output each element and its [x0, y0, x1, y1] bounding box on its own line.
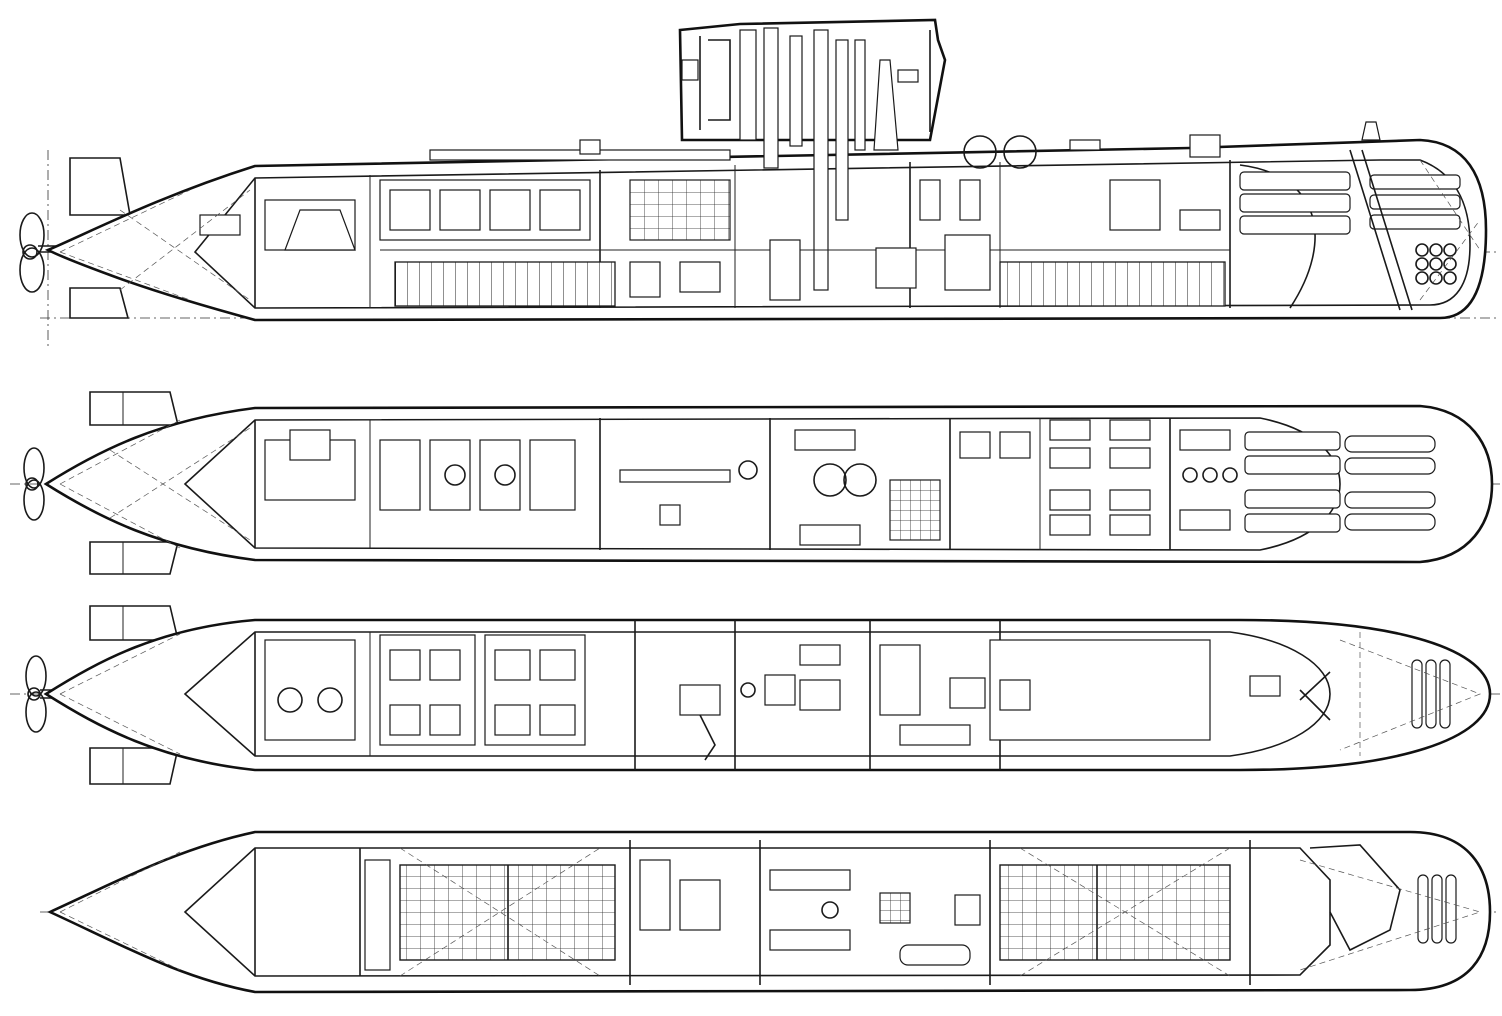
profile-switchboard-grid	[629, 179, 731, 241]
middle-deck-upper-fin	[89, 605, 180, 641]
lower-deck-bow-tanks	[1417, 874, 1457, 944]
upper-deck-control-console	[889, 479, 941, 541]
lower-deck-plan-view	[40, 830, 1500, 994]
upper-deck-lower-fin	[89, 541, 180, 575]
upper-deck-hull	[43, 404, 1494, 564]
profile-masts	[681, 27, 919, 291]
middle-deck-bow-tanks	[1411, 659, 1451, 729]
upper-deck-plan-view	[10, 391, 1500, 575]
profile-diesel-engines	[199, 179, 591, 251]
profile-aft-battery	[394, 261, 616, 307]
lower-deck-pump-unit	[879, 892, 911, 924]
middle-deck-plan-view	[10, 605, 1500, 785]
upper-deck-engines	[264, 429, 576, 511]
middle-deck-engines	[264, 634, 586, 746]
profile-forward-battery	[999, 261, 1226, 307]
profile-view	[19, 18, 1500, 350]
profile-upper-rudder	[69, 157, 131, 216]
lower-deck-forward-battery	[999, 864, 1231, 961]
profile-lower-rudder	[69, 287, 130, 319]
profile-tube-muzzles	[1415, 243, 1457, 285]
upper-deck-torpedo-tubes	[1244, 431, 1436, 533]
middle-deck-lower-fin	[89, 747, 179, 785]
lower-deck-hull	[46, 830, 1492, 994]
upper-deck-upper-fin	[89, 391, 180, 426]
profile-torpedo-tubes	[1239, 149, 1461, 311]
upper-deck-propeller	[23, 447, 45, 521]
